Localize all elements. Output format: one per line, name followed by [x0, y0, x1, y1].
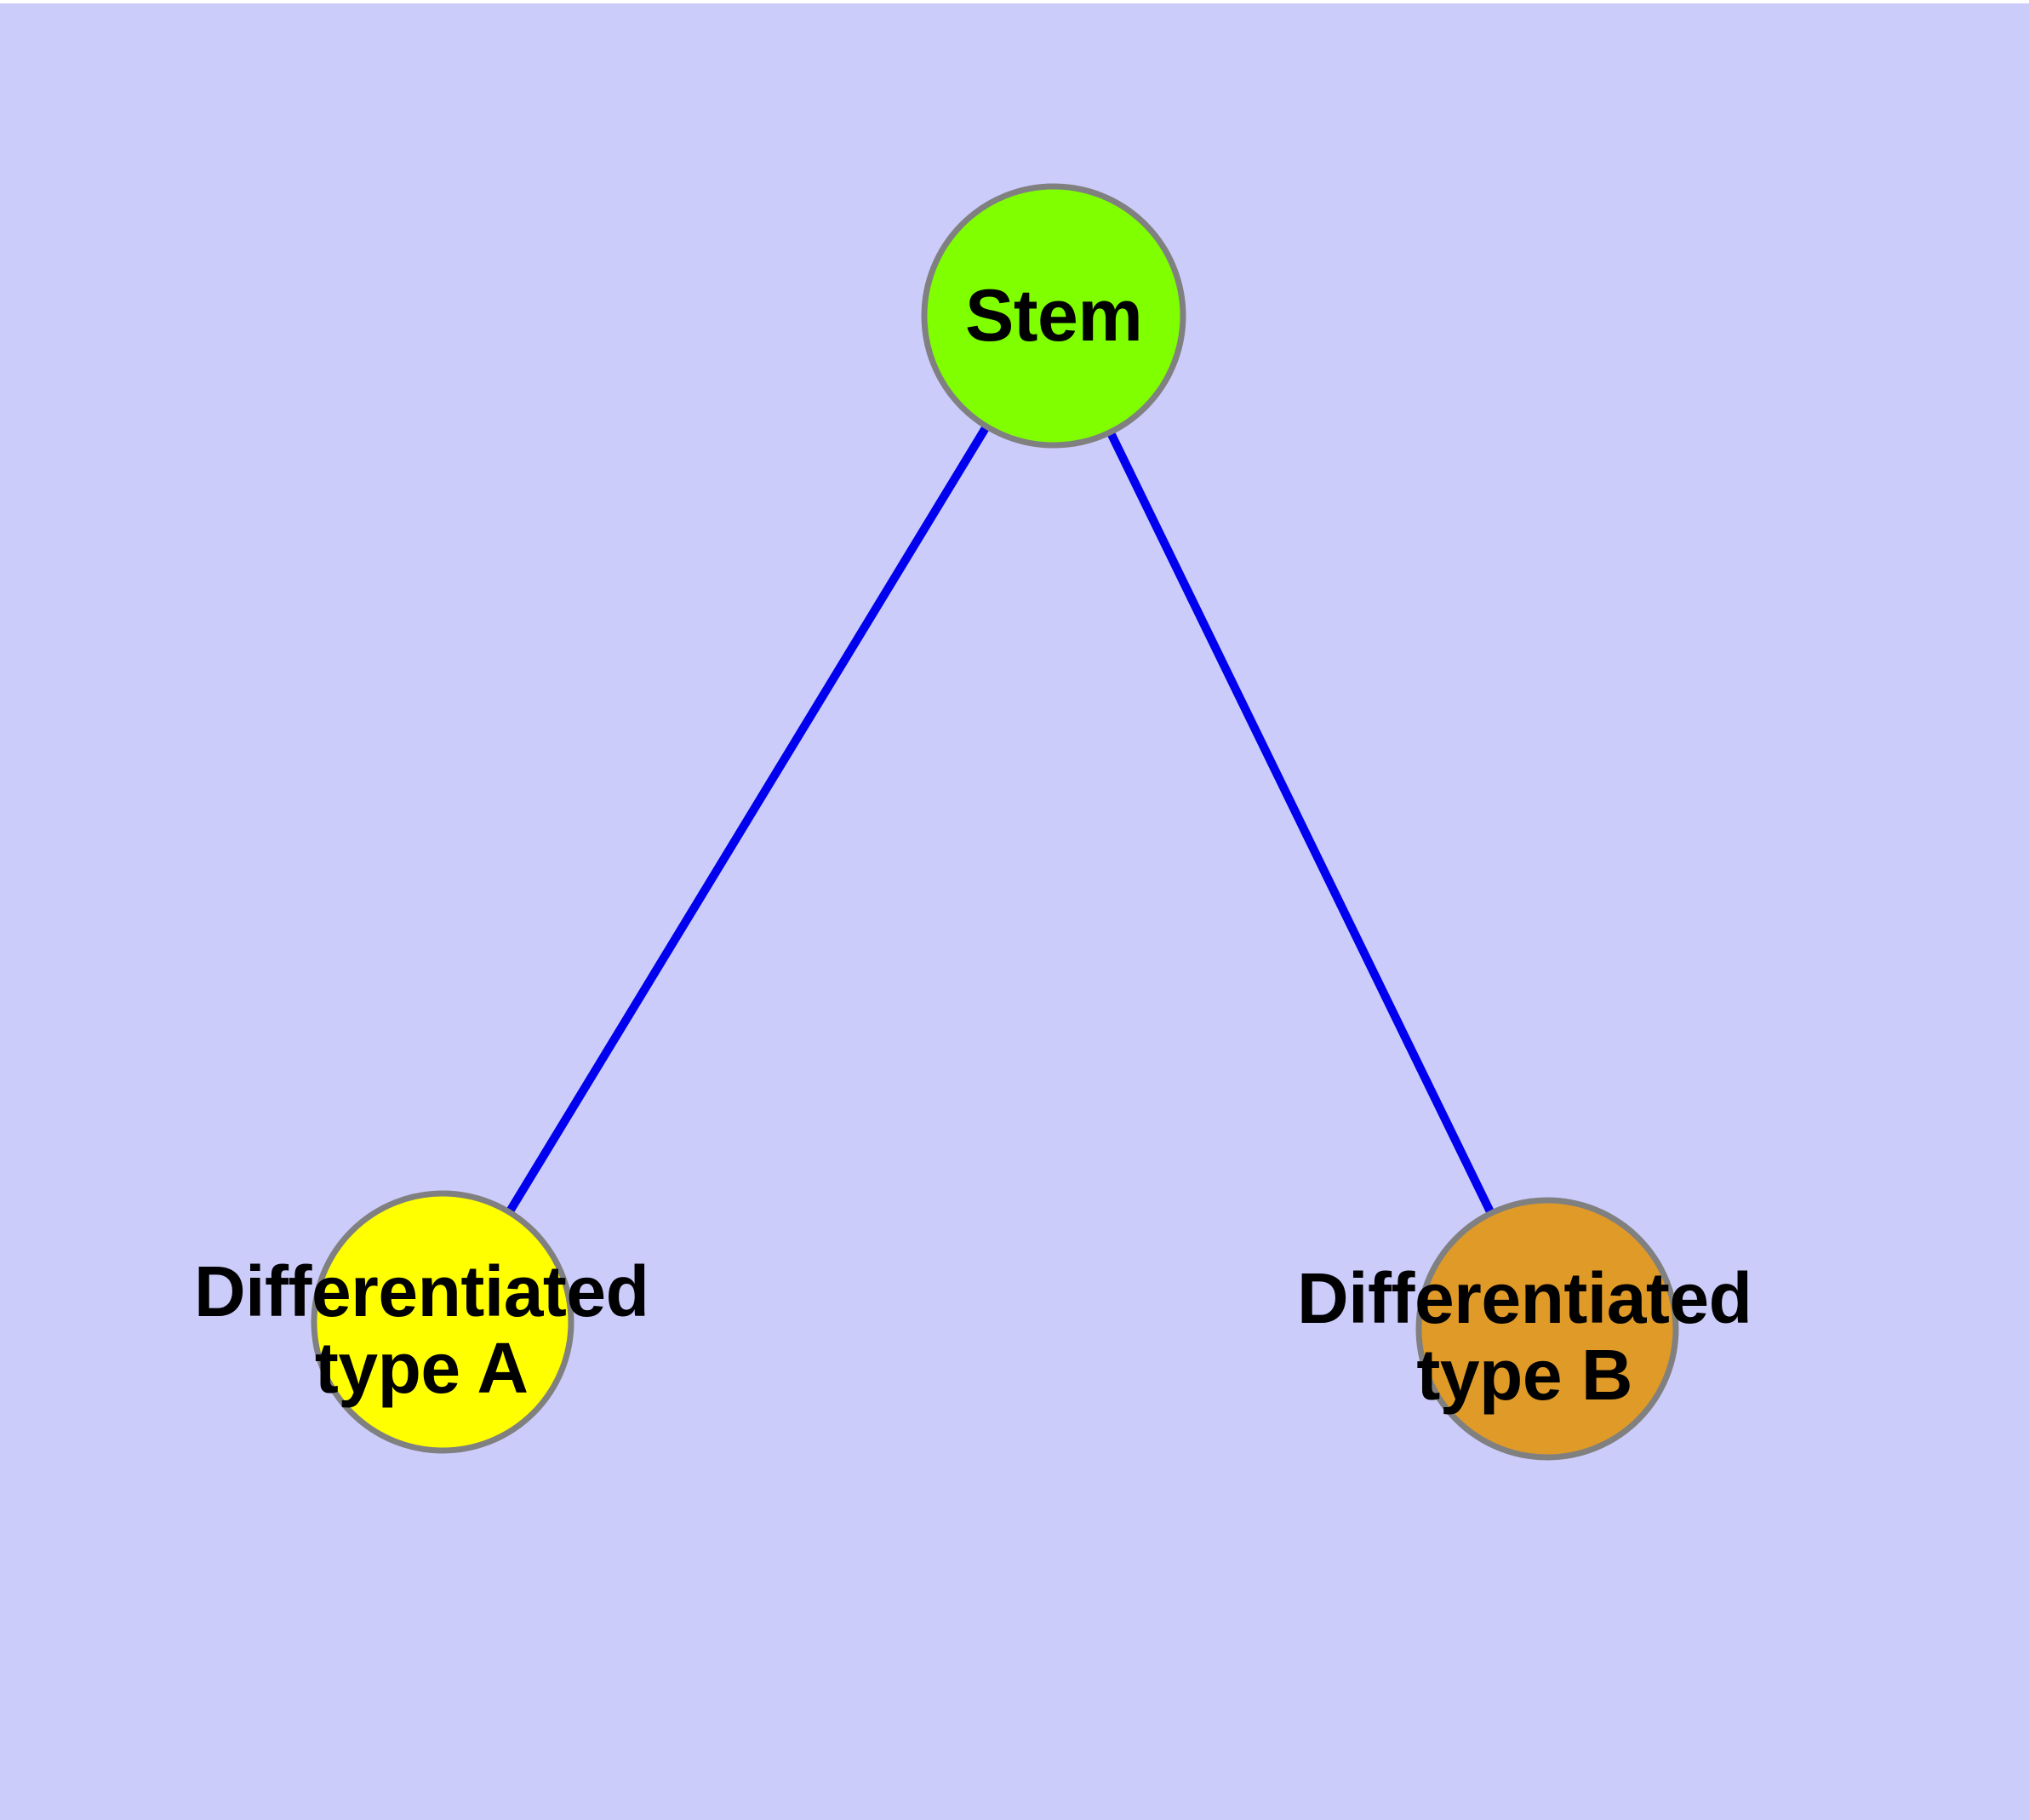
graph-svg	[311, 183, 1679, 1461]
graph-node-stem[interactable]	[921, 183, 1186, 449]
graph-edge	[438, 313, 1058, 1325]
graph-node-diff_a[interactable]	[311, 1190, 574, 1454]
edge-layer	[438, 313, 1552, 1331]
node-layer	[311, 183, 1679, 1461]
graph-node-diff_b[interactable]	[1415, 1197, 1679, 1461]
graph-edge	[1049, 313, 1552, 1331]
